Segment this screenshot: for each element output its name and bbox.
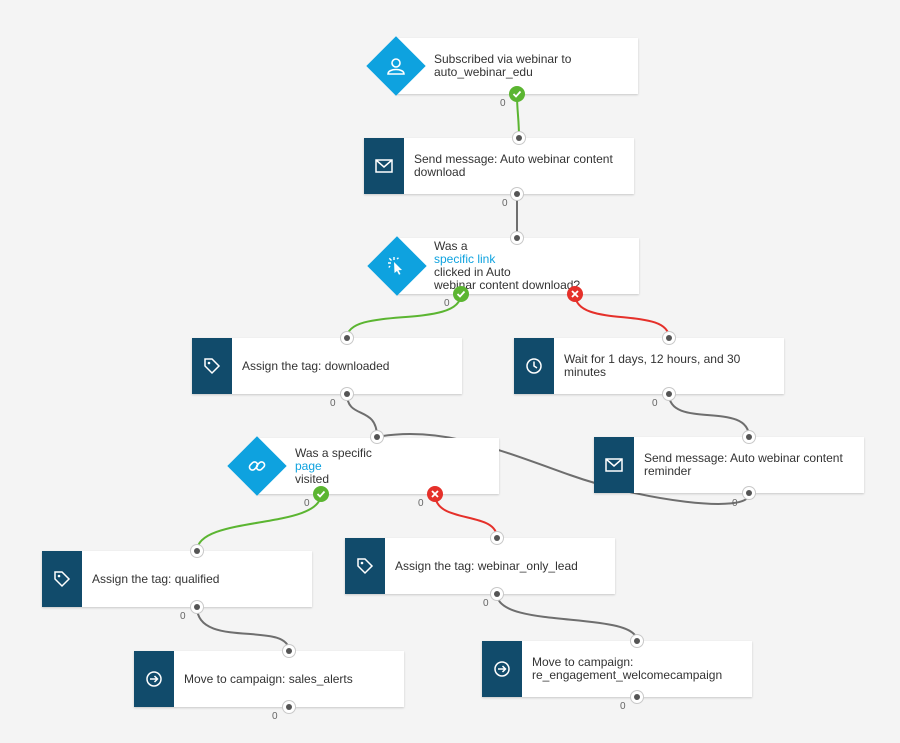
port-send1-in[interactable]	[513, 132, 525, 144]
trigger-line2: auto_webinar_edu	[434, 65, 533, 79]
tag-webinar-count: 0	[483, 598, 489, 609]
port-wait-in[interactable]	[663, 332, 675, 344]
port-reengage-in[interactable]	[631, 635, 643, 647]
envelope-icon-box	[594, 437, 634, 493]
arrow-circle-icon-box	[482, 641, 522, 697]
tag-icon	[54, 571, 71, 588]
connector-wait-send2	[668, 393, 750, 438]
x-icon	[427, 486, 443, 502]
user-icon	[387, 58, 405, 75]
connector-cond1-no	[574, 293, 670, 339]
assign-tag-webinar-node[interactable]: Assign the tag: webinar_only_lead	[345, 538, 615, 594]
cond1-line2: webinar content download?	[434, 278, 581, 292]
cond1-line1: Was a specific link clicked in Auto	[434, 240, 580, 279]
port-send1-out[interactable]	[511, 188, 523, 200]
port-tag-webinar-out[interactable]	[491, 588, 503, 600]
clock-icon	[526, 358, 542, 374]
port-reengage-out[interactable]	[631, 691, 643, 703]
port-sales-out[interactable]	[283, 701, 295, 713]
connector-tag-cond2	[346, 393, 378, 438]
cond1-yes-count: 0	[444, 298, 450, 309]
check-icon	[453, 286, 469, 302]
move-sales-count: 0	[272, 711, 278, 722]
tag-qualified-label: Assign the tag: qualified	[92, 571, 220, 586]
envelope-icon	[605, 458, 623, 472]
specific-link-text[interactable]: specific link	[434, 252, 496, 266]
arrow-circle-icon-box	[134, 651, 174, 707]
condition-page-node[interactable]: Was a specific page visited	[256, 438, 499, 494]
tag-icon-box	[42, 551, 82, 607]
port-cond2-in[interactable]	[371, 431, 383, 443]
tag-downloaded-label: Assign the tag: downloaded	[242, 358, 390, 373]
send2-count: 0	[732, 498, 738, 509]
tag-downloaded-count: 0	[330, 398, 336, 409]
tag-icon-box	[192, 338, 232, 394]
arrow-right-circle-icon	[494, 661, 510, 677]
port-tag-webinar-in[interactable]	[491, 532, 503, 544]
connector-qualified-sales	[196, 606, 290, 652]
chain-link-icon	[248, 461, 266, 471]
port-send2-in[interactable]	[743, 431, 755, 443]
tag-icon-box	[345, 538, 385, 594]
move-reengage-count: 0	[620, 701, 626, 712]
port-cond1-in[interactable]	[511, 232, 523, 244]
send2-line1: Send message: Auto webinar content	[644, 451, 843, 465]
send1-line2: download	[414, 165, 466, 179]
connector-cond1-yes	[346, 293, 462, 339]
move-sales-label: Move to campaign: sales_alerts	[184, 671, 353, 686]
move-reengage-line1: Move to campaign:	[532, 655, 634, 669]
cond2-no-count: 0	[418, 498, 424, 509]
cond2-yes-count: 0	[304, 498, 310, 509]
tag-qualified-count: 0	[180, 611, 186, 622]
port-tag-downloaded-out[interactable]	[341, 388, 353, 400]
check-icon	[509, 86, 525, 102]
cond2-line: Was a specific page visited	[295, 445, 372, 486]
page-link-text[interactable]: page	[295, 458, 322, 473]
send1-count: 0	[502, 198, 508, 209]
move-sales-alerts-node[interactable]: Move to campaign: sales_alerts	[134, 651, 404, 707]
connector-cond2-no	[434, 493, 498, 539]
connector-send2-cond2	[376, 432, 750, 505]
trigger-count: 0	[500, 98, 506, 109]
envelope-icon-box	[364, 138, 404, 194]
assign-tag-downloaded-node[interactable]: Assign the tag: downloaded	[192, 338, 462, 394]
port-tag-downloaded-in[interactable]	[341, 332, 353, 344]
tag-icon	[204, 358, 221, 375]
clock-icon-box	[514, 338, 554, 394]
wait-label: Wait for 1 days, 12 hours, and 30 minute…	[564, 352, 741, 379]
connector-webinar-reengage	[496, 593, 638, 642]
check-icon	[313, 486, 329, 502]
assign-tag-qualified-node[interactable]: Assign the tag: qualified	[42, 551, 312, 607]
port-tag-qualified-in[interactable]	[191, 545, 203, 557]
port-wait-out[interactable]	[663, 388, 675, 400]
arrow-right-circle-icon	[146, 671, 162, 687]
condition-link-node[interactable]: Was a specific link clicked in Auto webi…	[396, 238, 639, 294]
wait-node[interactable]: Wait for 1 days, 12 hours, and 30 minute…	[514, 338, 784, 394]
cursor-click-icon	[388, 257, 402, 275]
move-reengage-line2: re_engagement_welcomecampaign	[532, 668, 723, 682]
move-reengage-node[interactable]: Move to campaign:re_engagement_welcomeca…	[482, 641, 752, 697]
port-send2-out[interactable]	[743, 487, 755, 499]
port-tag-qualified-out[interactable]	[191, 601, 203, 613]
send2-line2: reminder	[644, 464, 692, 478]
trigger-line1: Subscribed via webinar to	[434, 52, 572, 66]
connector-cond2-yes	[196, 493, 322, 552]
x-icon	[567, 286, 583, 302]
tag-icon	[357, 558, 374, 575]
port-sales-in[interactable]	[283, 645, 295, 657]
tag-webinar-label: Assign the tag: webinar_only_lead	[395, 558, 578, 573]
envelope-icon	[375, 159, 393, 173]
wait-count: 0	[652, 398, 658, 409]
send1-line1: Send message: Auto webinar content	[414, 152, 613, 166]
